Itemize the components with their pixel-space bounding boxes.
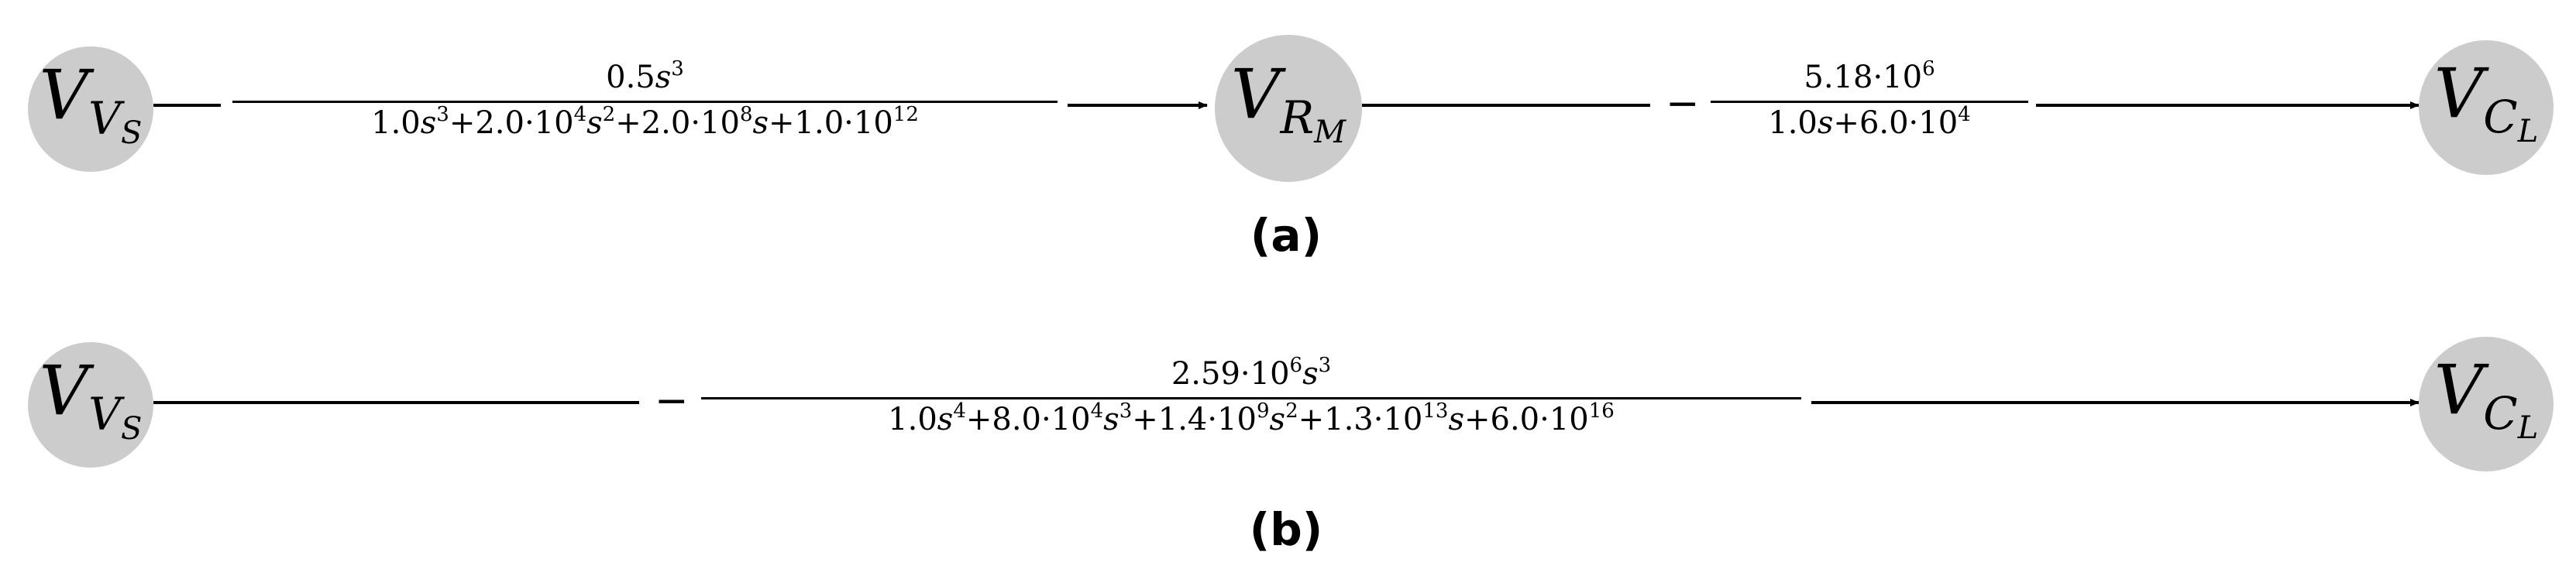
transfer-function-a2: 5.18·106 1.0s+6.0·104 [1711,57,2028,139]
tf-a2-numerator: 5.18·106 [1804,57,1935,95]
tf-b1-denominator: 1.0s4+8.0·104s3+1.4·109s2+1.3·1013s+6.0·… [701,397,1801,435]
node-vrm-a: VRM [1215,35,1362,182]
node-vvs-b-label: VVS [39,350,143,447]
tf-a2-denominator: 1.0s+6.0·104 [1711,101,2028,139]
caption-a: (a) [1250,209,1322,262]
tf-b1-sign: − [655,378,689,424]
tf-a1-denominator: 1.0s3+2.0·104s2+2.0·108s+1.0·1012 [232,101,1058,139]
node-vcl-a: VCL [2419,40,2554,175]
node-vcl-b: VCL [2419,337,2554,471]
node-vcl-a-label: VCL [2433,53,2539,149]
transfer-function-b1: 2.59·106s3 1.0s4+8.0·104s3+1.4·109s2+1.3… [701,354,1801,435]
node-vvs-a-label: VVS [39,54,143,151]
node-vrm-a-label: VRM [1230,53,1346,150]
node-vcl-b-label: VCL [2433,349,2539,446]
tf-a1-numerator: 0.5s3 [606,57,684,95]
tf-a2-sign: − [1666,81,1700,127]
node-vvs-b: VVS [28,342,153,468]
caption-b: (b) [1249,503,1323,556]
transfer-function-a1: 0.5s3 1.0s3+2.0·104s2+2.0·108s+1.0·1012 [232,57,1058,139]
node-vvs-a: VVS [28,46,153,172]
tf-b1-numerator: 2.59·106s3 [1171,354,1332,392]
